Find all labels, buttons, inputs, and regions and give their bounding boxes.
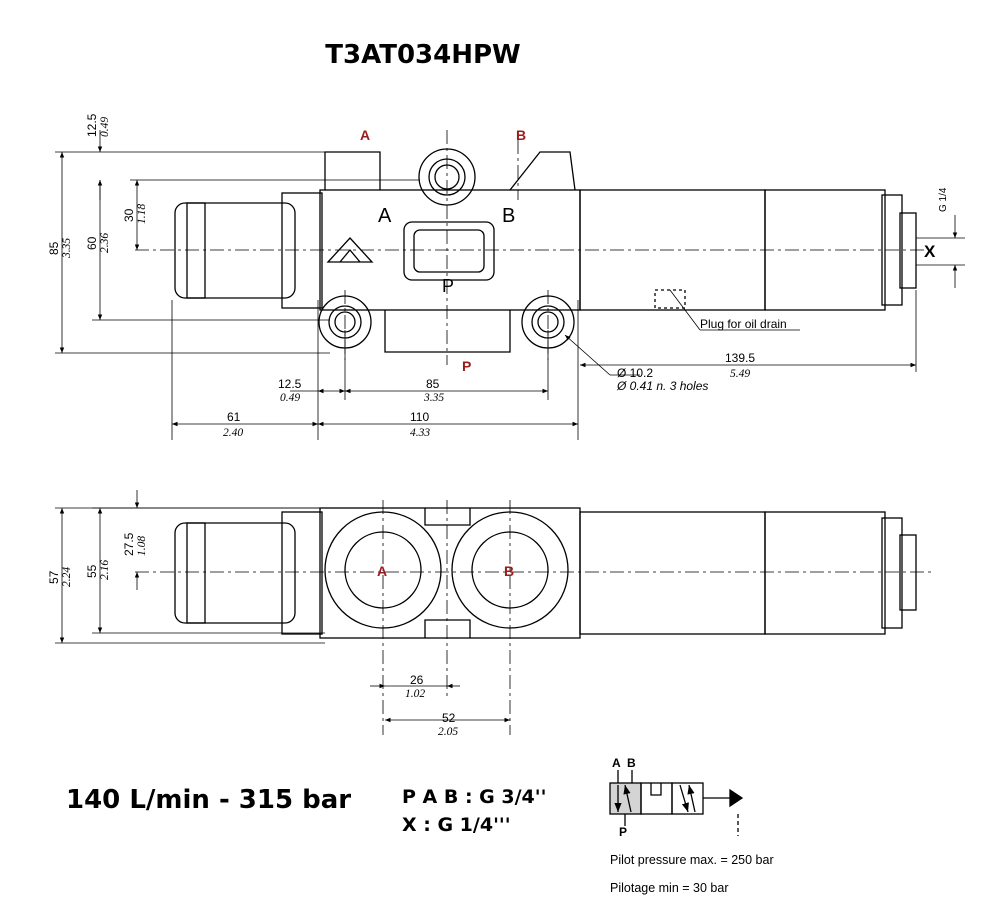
dim-52-horizontal: 52 — [442, 711, 456, 725]
dim-12-5-vertical: 12.5 — [85, 113, 99, 137]
port-threads: P A B : G 3/4'' X : G 1/4''' — [402, 783, 546, 839]
dim-60-vertical: 60 — [85, 236, 99, 250]
dim-55-vertical: 55 — [85, 564, 99, 578]
port-thread-x: X : G 1/4''' — [402, 814, 511, 836]
dim-139-5-horizontal: 139.5 — [725, 351, 755, 365]
body-letter-p: P — [442, 276, 454, 296]
drawing-title: T3AT034HPW — [325, 40, 521, 70]
port-label-x: X — [924, 242, 936, 261]
hydraulic-symbol — [609, 770, 744, 836]
dim-3-35-horizontal: 3.35 — [423, 392, 444, 404]
dim-2-05-horizontal: 2.05 — [438, 726, 458, 738]
dim-110-horizontal: 110 — [410, 410, 429, 424]
dim-30-vertical: 30 — [122, 208, 136, 222]
bottom-dimension-lines — [55, 490, 510, 723]
dim-85-vertical: 85 — [47, 241, 61, 255]
hole-count-label: Ø 0.41 n. 3 holes — [616, 379, 708, 393]
pilot-pressure-max: Pilot pressure max. = 250 bar — [610, 853, 774, 867]
port-label-a-top: A — [360, 127, 370, 143]
dim-85-horizontal: 85 — [426, 377, 440, 391]
thread-note: G 1/4 — [938, 187, 949, 212]
dim-4-33-horizontal: 4.33 — [410, 427, 430, 439]
dim-2-36-vertical: 2.36 — [99, 233, 111, 253]
port-label-p-top: P — [462, 358, 471, 374]
port-label-b-bottom: B — [504, 563, 514, 579]
dim-26-horizontal: 26 — [410, 673, 424, 687]
dim-5-49-horizontal: 5.49 — [730, 368, 750, 380]
pilotage-min: Pilotage min = 30 bar — [610, 881, 729, 895]
dim-57-vertical: 57 — [47, 570, 61, 584]
dim-1-08-vertical: 1.08 — [136, 536, 148, 556]
bottom-view — [135, 500, 935, 735]
symbol-label-b: B — [627, 756, 636, 770]
top-dimension-lines — [55, 130, 965, 440]
symbol-label-p: P — [619, 825, 627, 839]
dim-27-5-vertical: 27.5 — [122, 532, 136, 556]
dim-3-35-vertical: 3.35 — [61, 238, 73, 259]
dim-0-49-horizontal: 0.49 — [280, 392, 300, 404]
flow-pressure-rating: 140 L/min - 315 bar — [66, 785, 352, 815]
dim-2-16-vertical: 2.16 — [99, 560, 111, 580]
body-letter-b: B — [502, 205, 515, 227]
port-label-a-bottom: A — [377, 563, 387, 579]
port-label-b-top: B — [516, 127, 526, 143]
dim-0-49-vertical: 0.49 — [99, 117, 111, 137]
dim-2-24-vertical: 2.24 — [61, 567, 73, 587]
dim-2-40-horizontal: 2.40 — [223, 427, 243, 439]
top-view — [135, 130, 935, 365]
dim-1-02-horizontal: 1.02 — [405, 688, 425, 700]
port-thread-pab: P A B : G 3/4'' — [402, 786, 547, 808]
dim-12-5-horizontal: 12.5 — [278, 377, 302, 391]
symbol-label-a: A — [612, 756, 621, 770]
dim-1-18-vertical: 1.18 — [136, 204, 148, 224]
body-letter-a: A — [378, 205, 392, 227]
plug-oil-drain-label: Plug for oil drain — [700, 317, 787, 331]
dim-61-horizontal: 61 — [227, 410, 241, 424]
hole-diameter-label: Ø 10.2 — [617, 366, 653, 380]
